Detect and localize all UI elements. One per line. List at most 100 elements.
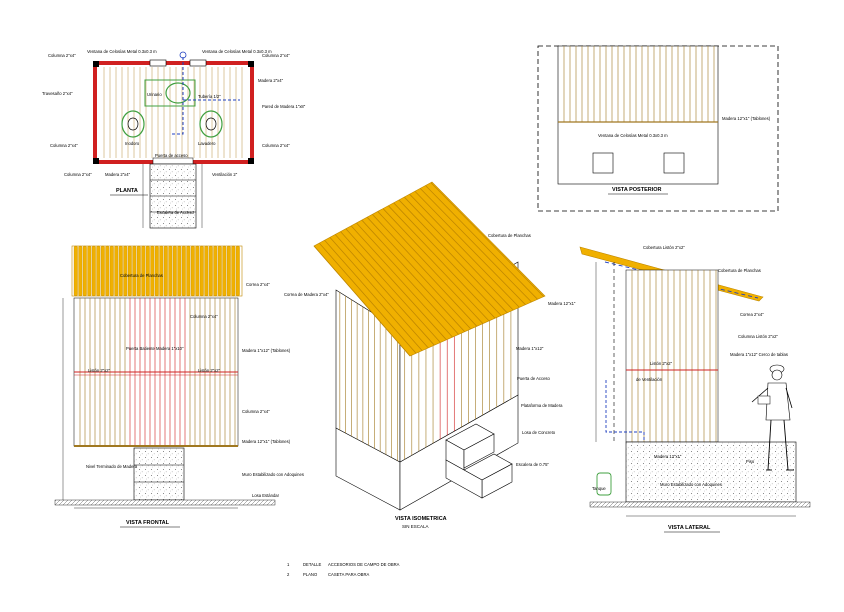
plan-label: Madera 2"x4": [258, 78, 284, 83]
roof-rib-line: [430, 182, 544, 297]
rear-window: [663, 152, 685, 174]
isometric-view: Cobertura de Planchas Correa de Madera 2…: [284, 181, 576, 529]
plan-label: Columna 2"x4": [50, 143, 78, 148]
rear-view: Ventana de Celosías Metal 0.3x0.3 m Made…: [537, 45, 779, 212]
roof-rib-line: [425, 185, 538, 300]
plan-label: Puerta de acceso: [155, 153, 188, 158]
roof-rib-line: [403, 196, 514, 311]
roof-corrugation: [105, 245, 110, 297]
note-type: DETALLE: [303, 562, 322, 567]
roof-rib-line: [372, 214, 478, 327]
roof-rib-line: [356, 222, 459, 335]
plan-column: [93, 158, 99, 164]
plan-column: [248, 61, 254, 67]
toilet-bowl: [127, 117, 139, 131]
plan-label: Pared de Madera 1"x8": [262, 104, 306, 109]
roof-corrugation: [78, 245, 83, 297]
front-title: VISTA FRONTAL: [126, 520, 170, 526]
plan-label: Ventana de Celosías Metal 0.3x0.3 m: [87, 49, 157, 54]
note-number: 2: [287, 572, 290, 577]
roof-rib-line: [393, 202, 502, 316]
plan-label: Lavadero: [198, 141, 216, 146]
roof-corrugation: [195, 245, 200, 297]
side-view: Cobertura Listón 2"x2" Cobertura de Plan…: [579, 245, 811, 533]
side-wall: [625, 269, 719, 443]
roof-corrugation: [73, 245, 78, 297]
rear-wall: [557, 45, 719, 185]
plan-label: Columna 2"x4": [64, 172, 92, 177]
roof-corrugation: [87, 245, 92, 297]
ground-line: [54, 499, 276, 506]
side-label: Columna Listón 2"x2": [738, 334, 778, 339]
roof-rib-line: [329, 237, 429, 349]
note-desc: ACCESORIOS DE CAMPO DE OBRA: [328, 562, 400, 567]
roof-corrugation: [109, 245, 114, 297]
iso-label: Losa de Concreto: [522, 430, 556, 435]
roof-rib-line: [409, 193, 520, 308]
front-label: Columna 2"x4": [242, 409, 270, 414]
roof-rib-line: [324, 239, 423, 351]
roof-rib-line: [313, 245, 411, 357]
plan-column: [93, 61, 99, 67]
roof-corrugation: [190, 245, 195, 297]
roof-corrugation: [114, 245, 119, 297]
roof-corrugation: [222, 245, 227, 297]
roof-corrugation: [150, 245, 155, 297]
roof-corrugation: [163, 245, 168, 297]
front-steps: [133, 447, 185, 501]
plan-label: Ventana de Celosías Metal 0.3x0.3 m: [202, 49, 272, 54]
plan-title: PLANTA: [116, 188, 138, 194]
plan-label: Urinario: [147, 92, 162, 97]
roof-rib-line: [345, 228, 447, 341]
note-type: PLANO: [303, 572, 318, 577]
roof-rib-line: [334, 234, 435, 346]
roof-rib-line: [419, 188, 532, 303]
person-icon: [751, 364, 794, 471]
rear-window: [592, 152, 614, 174]
roof-corrugation: [168, 245, 173, 297]
roof-corrugation: [154, 245, 159, 297]
side-label: Tanque: [592, 486, 606, 491]
front-label: Muro Estabilizado con Adoquines: [242, 472, 304, 477]
plan-window: [149, 59, 167, 67]
iso-label: Madera 1"x12": [516, 346, 544, 351]
water-pipe: [170, 57, 184, 135]
front-label: Listón 2"x2": [198, 368, 221, 373]
roof-corrugation: [96, 245, 101, 297]
plan-urinal-box: [144, 79, 196, 107]
front-roof-band: [71, 245, 243, 297]
plan-label: Ventilación 2": [212, 172, 238, 177]
side-label: Muro Estabilizado con Adoquines: [660, 482, 722, 487]
urinal-icon: [165, 82, 191, 104]
iso-title: VISTA ISOMETRICA: [395, 516, 447, 522]
side-wall-boards: [631, 270, 717, 442]
front-label: Madera 12"x1" (Tablones): [242, 439, 291, 444]
side-label: de Ventilación: [636, 377, 663, 382]
roof-corrugation: [145, 245, 150, 297]
roof-corrugation: [127, 245, 132, 297]
front-label: Columna 2"x4": [190, 314, 218, 319]
side-label: Cobertura de Planchas: [718, 268, 761, 273]
roof-corrugation: [123, 245, 128, 297]
side-base: [625, 441, 797, 503]
toilet-icon: [121, 110, 145, 138]
roof-rib-line: [350, 225, 453, 338]
roof-corrugation: [159, 245, 164, 297]
front-label: Cobertura de Planchas: [120, 273, 163, 278]
ground-line: [589, 501, 811, 508]
side-tank: [596, 472, 612, 496]
plan-label: Columna 2"x4": [262, 53, 290, 58]
roof-corrugation: [231, 245, 236, 297]
front-view: Cobertura de Planchas Correa 2"x4" Colum…: [54, 245, 304, 528]
iso-label: Escalera de 0.75": [516, 462, 549, 467]
roof-rib-line: [382, 208, 490, 322]
plan-label: Travesaño 2"x4": [42, 91, 73, 96]
roof-corrugation: [186, 245, 191, 297]
roof-corrugation: [100, 245, 105, 297]
side-title: VISTA LATERAL: [668, 525, 711, 531]
plan-label: Madera 2"x4": [105, 172, 131, 177]
plan-floor: [99, 67, 248, 158]
roof-corrugation: [213, 245, 218, 297]
roof-rib-line: [361, 219, 465, 332]
